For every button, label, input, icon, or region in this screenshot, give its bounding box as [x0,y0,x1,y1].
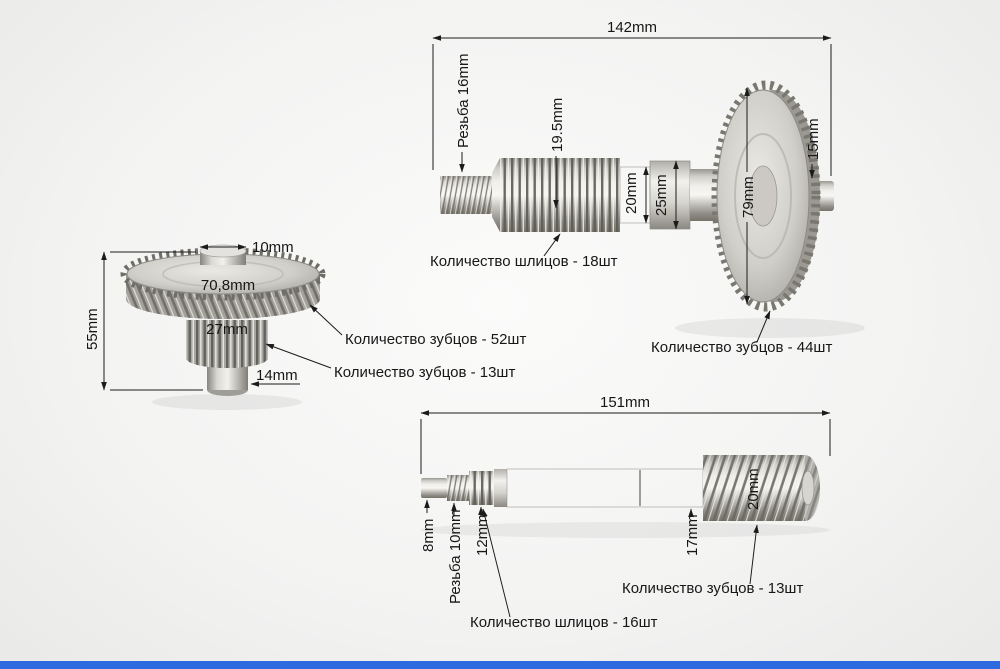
small-gear-bottom-teeth [186,358,268,368]
collar-25mm-section [649,160,691,230]
shadow [152,394,302,410]
spline-chamfer [492,158,500,232]
note-splines-16: Количество шлицов - 16шт [470,614,658,631]
gear-teeth-ring [711,80,821,312]
bottom-shaft-assembly [421,455,820,521]
label-gear-79mm: 79mm [740,176,757,218]
gear-hub [748,165,778,227]
leader-splines-note [543,233,561,257]
label-shaft-20mm: 20mm [623,172,640,214]
tip-8mm [421,478,447,498]
label-height-55mm: 55mm [84,308,101,350]
label-spline-12mm: 12mm [474,514,491,556]
top-shaft-dimensions: 142mm Резьба 16mm 19.5mm 20mm 25mm 79mm … [430,19,832,356]
label-overall-width: 142mm [607,19,657,36]
large-gear-bottom-teeth [126,299,320,319]
note-teeth-44: Количество зубцов - 44шт [651,339,832,356]
note-teeth-13: Количество зубцов - 13шт [622,580,803,597]
shadow [420,522,830,538]
large-gear-teeth-ring [120,247,326,301]
main-body-17mm [506,468,704,508]
label-collar-25mm: 25mm [653,174,670,216]
label-hub-15mm: 15mm [805,118,822,160]
label-gear-20mm: 20mm [745,468,762,510]
leader-teeth-note [749,524,759,585]
note-splines-18: Количество шлицов - 18шт [430,253,618,270]
thread-texture [447,475,469,501]
pinion-helical-teeth [703,455,805,521]
note-teeth-52: Количество зубцов - 52шт [345,331,526,348]
top-shaft-assembly [440,80,834,312]
leader-splines-note [482,508,511,618]
label-small-gear-27mm: 27mm [206,321,248,338]
label-hub-14mm: 14mm [256,367,298,384]
spline-teeth-texture [500,158,620,232]
pinion-end-face [801,470,815,506]
gear-face-ring [734,133,792,259]
leader-teeth-13 [265,343,332,369]
thread-texture [440,176,492,214]
double-gear-dimensions: 10mm 70,8mm 27mm 14mm 55mm Количество зу… [84,239,526,391]
double-gear-assembly [120,244,326,396]
label-gear-70-8mm: 70,8mm [201,277,255,294]
leader-teeth-52 [309,304,343,336]
label-tip-8mm: 8mm [420,519,437,552]
shadow [675,318,865,338]
label-boss-10mm: 10mm [252,239,294,256]
note-teeth-13: Количество зубцов - 13шт [334,364,515,381]
leader-teeth-note [756,310,771,343]
bottom-accent-bar [0,661,1000,669]
spline-ring-texture [469,471,494,505]
step-collar [494,469,507,507]
bottom-shaft-dimensions: 151mm 8mm Резьба 10mm 12mm 17mm 20mm Кол… [420,394,831,631]
label-thread-16mm: Резьба 16mm [455,54,472,148]
label-thread-10mm: Резьба 10mm [447,510,464,604]
label-spline-19-5mm: 19.5mm [549,98,566,152]
label-overall-width: 151mm [600,394,650,411]
small-gear-teeth [186,320,268,358]
lower-hub-cap [207,390,248,396]
label-body-17mm: 17mm [684,514,701,556]
